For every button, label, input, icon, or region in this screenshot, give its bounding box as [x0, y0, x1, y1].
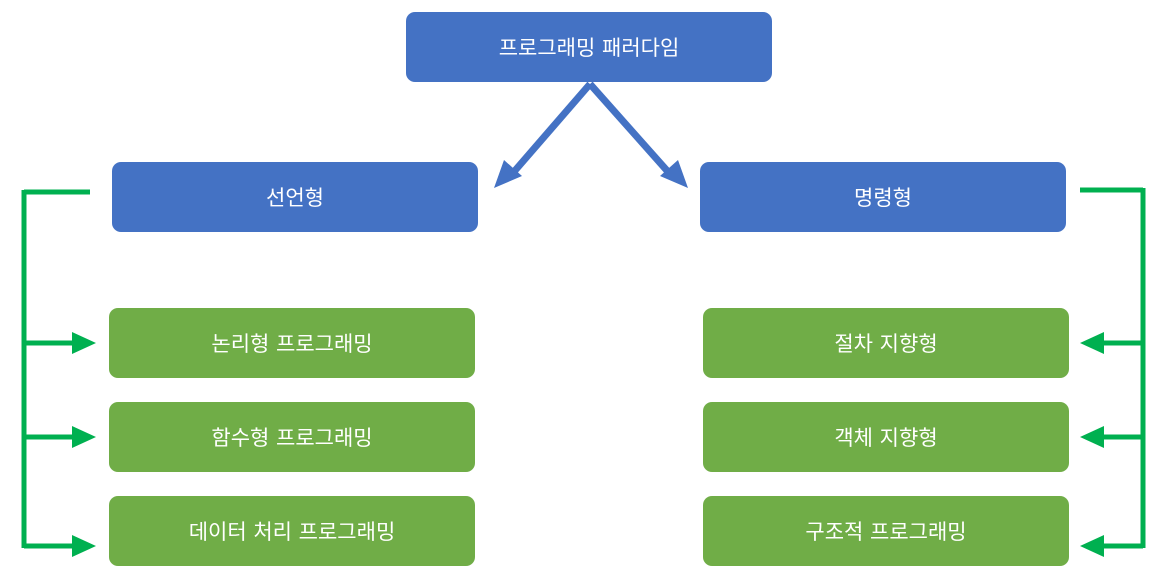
arrowhead-dataflow: [72, 535, 96, 557]
procedural-node: 절차 지향형: [703, 308, 1069, 378]
arrowhead-object: [1080, 426, 1104, 448]
declarative-node: 선언형: [112, 162, 478, 232]
imperative-node: 명령형: [700, 162, 1066, 232]
procedural-label: 절차 지향형: [834, 332, 938, 356]
arrowhead-functional: [72, 426, 96, 448]
structured-programming-node: 구조적 프로그래밍: [703, 496, 1069, 566]
dataflow-programming-label: 데이터 처리 프로그래밍: [188, 520, 396, 544]
arrow-to-declarative: [509, 81, 593, 177]
root-to-categories-arrows: [494, 81, 688, 188]
dataflow-programming-node: 데이터 처리 프로그래밍: [109, 496, 475, 566]
arrowhead-declarative: [494, 160, 522, 188]
arrowhead-logic: [72, 332, 96, 354]
logic-programming-node: 논리형 프로그래밍: [109, 308, 475, 378]
declarative-bracket: [21, 189, 96, 557]
logic-programming-label: 논리형 프로그래밍: [211, 332, 373, 356]
arrow-to-imperative: [587, 81, 673, 177]
structured-programming-label: 구조적 프로그래밍: [805, 520, 967, 544]
root-label: 프로그래밍 패러다임: [498, 36, 680, 60]
functional-programming-label: 함수형 프로그래밍: [211, 426, 373, 450]
root-node: 프로그래밍 패러다임: [406, 12, 772, 82]
imperative-label: 명령형: [854, 186, 912, 210]
arrowhead-imperative: [660, 160, 688, 188]
arrowhead-procedural: [1080, 332, 1104, 354]
functional-programming-node: 함수형 프로그래밍: [109, 402, 475, 472]
object-oriented-node: 객체 지향형: [703, 402, 1069, 472]
imperative-bracket: [1080, 187, 1146, 557]
object-oriented-label: 객체 지향형: [834, 426, 938, 450]
declarative-label: 선언형: [266, 186, 324, 210]
arrowhead-structured: [1080, 535, 1104, 557]
